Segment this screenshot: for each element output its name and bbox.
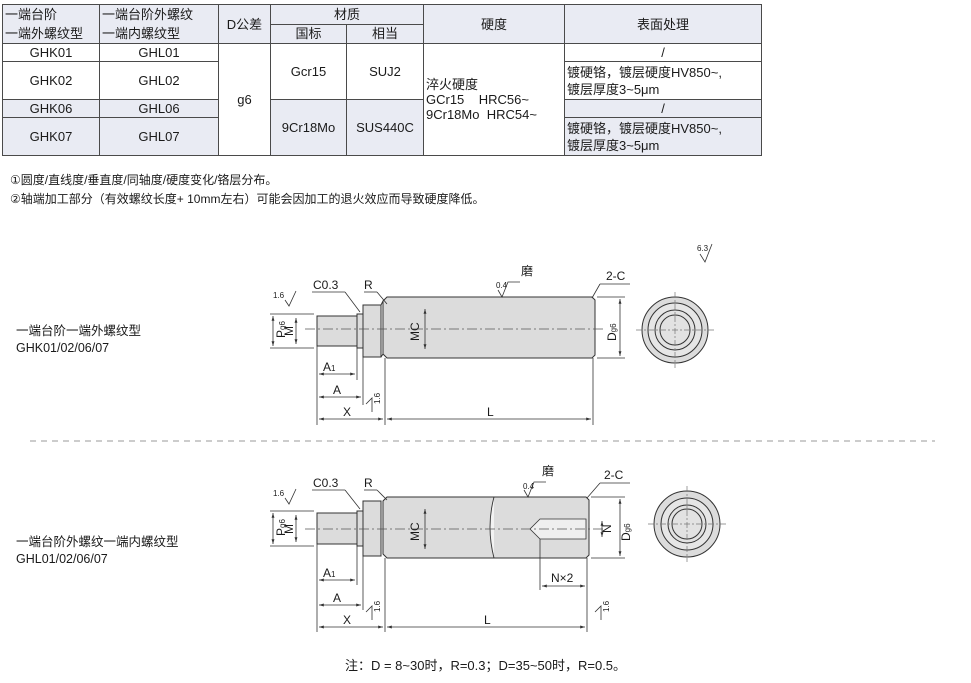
break-line	[489, 496, 495, 559]
svg-text:磨: 磨	[542, 464, 554, 478]
svg-text:2-C: 2-C	[606, 269, 626, 283]
svg-text:A1: A1	[323, 566, 336, 580]
svg-text:0.4: 0.4	[496, 281, 508, 290]
drawing1-end-view	[636, 292, 714, 368]
note-1: ①圆度/直线度/垂直度/同轴度/硬度变化/铬层分布。	[10, 173, 278, 187]
svg-text:A: A	[333, 591, 341, 605]
svg-text:A1: A1	[323, 360, 336, 374]
header-material-gb: 国标	[270, 23, 347, 44]
svg-text:1.6: 1.6	[273, 291, 285, 300]
svg-text:M: M	[282, 326, 296, 336]
material2-equiv: SUS440C	[346, 99, 424, 156]
part-number-b: GHL07	[99, 117, 219, 156]
header-step-internal: 一端台阶外螺纹一端内螺纹型	[99, 4, 219, 44]
part-number-a: GHK07	[2, 117, 100, 156]
svg-text:1.6: 1.6	[273, 489, 285, 498]
note-2: ②轴端加工部分（有效螺纹长度+ 10mm左右）可能会因加工的退火效应而导致硬度降…	[10, 192, 485, 206]
drawing2-end-view	[648, 486, 726, 562]
header-hardness: 硬度	[423, 4, 565, 44]
spec-table: 一端台阶一端外螺纹型 一端台阶外螺纹一端内螺纹型 D公差 材质 硬度 表面处理 …	[2, 4, 762, 156]
p-g6-label: Pg6	[274, 519, 288, 536]
part-number-b: GHL02	[99, 61, 219, 100]
material2-gb: 9Cr18Mo	[270, 99, 347, 156]
svg-text:N: N	[600, 524, 614, 533]
header-tolerance: D公差	[218, 4, 271, 44]
svg-text:R: R	[364, 278, 373, 292]
d-g6-label: Dg6	[605, 323, 619, 341]
svg-text:0.4: 0.4	[523, 482, 535, 491]
svg-text:M: M	[282, 524, 296, 534]
svg-text:R: R	[364, 476, 373, 490]
svg-text:L: L	[487, 405, 494, 419]
svg-text:2-C: 2-C	[604, 468, 624, 482]
drawing1-shaft	[316, 296, 596, 359]
svg-text:C0.3: C0.3	[313, 278, 339, 292]
header-step-external: 一端台阶一端外螺纹型	[2, 4, 100, 44]
surface-chrome-2: 镀硬铬，镀层硬度HV850~,镀层厚度3~5μm	[564, 117, 762, 156]
header-material: 材质	[270, 4, 424, 25]
svg-text:MC: MC	[408, 522, 422, 541]
surface-none-2: /	[564, 99, 762, 118]
part-number-a: GHK02	[2, 61, 100, 100]
svg-text:6.3: 6.3	[697, 244, 709, 253]
svg-text:MC: MC	[408, 322, 422, 341]
tolerance-cell: g6	[218, 43, 271, 156]
svg-text:磨: 磨	[521, 264, 533, 278]
svg-text:1.6: 1.6	[373, 600, 382, 612]
svg-text:X: X	[343, 405, 351, 419]
drawing2-dimension-text: C0.3 R 磨 0.4 2-C 1.6 Pg6 M MC N Dg6 1.6 …	[273, 464, 633, 627]
svg-text:1.6: 1.6	[373, 392, 382, 404]
drawing2-shaft	[316, 496, 590, 559]
header-material-equiv: 相当	[346, 23, 424, 44]
p-g6-label: Pg6	[274, 321, 288, 338]
svg-text:N×2: N×2	[551, 571, 574, 585]
hardness-cell: 淬火硬度 GCr15 HRC56~ 9Cr18Mo HRC54~	[423, 43, 565, 156]
drawing1-dimension-text: C0.3 R 磨 0.4 2-C 6.3 1.6 Pg6 M MC Dg6 1.…	[273, 244, 709, 419]
footnote: 注：D = 8~30时，R=0.3；D=35~50时，R=0.5。	[344, 658, 627, 673]
svg-text:L: L	[484, 613, 491, 627]
svg-text:A: A	[333, 383, 341, 397]
d-g6-label: Dg6	[619, 523, 633, 541]
svg-text:X: X	[343, 613, 351, 627]
svg-text:C0.3: C0.3	[313, 476, 339, 490]
material1-equiv: SUJ2	[346, 43, 424, 100]
svg-text:1.6: 1.6	[602, 600, 611, 612]
